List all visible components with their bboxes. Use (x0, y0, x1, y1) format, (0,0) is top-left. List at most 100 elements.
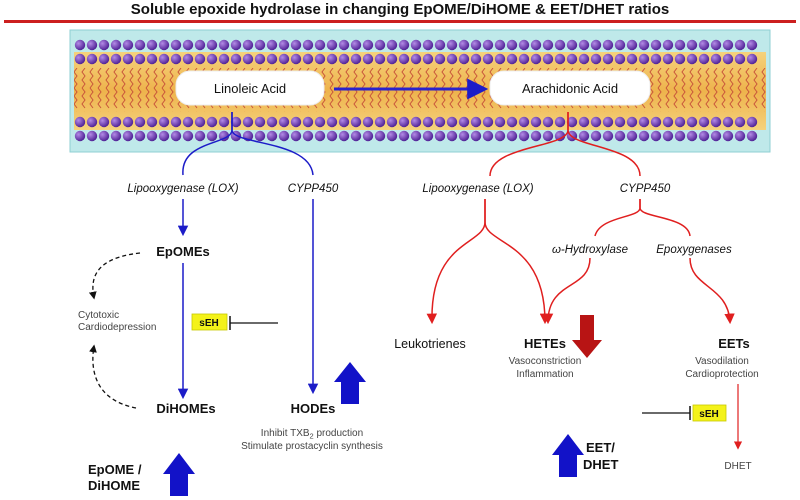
lipid-head (338, 130, 350, 142)
eet-ratio-label-1: EET/ (586, 440, 615, 455)
lipid-head (194, 39, 206, 51)
lipid-head (170, 53, 182, 65)
lipid-head (338, 116, 350, 128)
lipid-head (374, 116, 386, 128)
lipid-head (122, 53, 134, 65)
lipid-head (98, 130, 110, 142)
lipid-head (206, 39, 218, 51)
lipid-head (86, 116, 98, 128)
lipid-head (134, 130, 146, 142)
lipid-head (590, 39, 602, 51)
lipid-head (194, 116, 206, 128)
cyp-to-epoxygenases (639, 199, 691, 237)
lipid-head (434, 130, 446, 142)
lipid-head (470, 53, 482, 65)
lipid-head (446, 39, 458, 51)
epomes-label: EpOMEs (156, 244, 209, 259)
lipid-head (122, 39, 134, 51)
lipid-head (338, 39, 350, 51)
lipid-head (158, 130, 170, 142)
lipid-head (662, 130, 674, 142)
lipid-head (266, 130, 278, 142)
linoleic-pathway: Lipooxygenase (LOX) CYPP450 EpOMEs DiHOM… (78, 112, 383, 496)
lipid-head (482, 53, 494, 65)
lipid-head (626, 53, 638, 65)
lipid-head (314, 53, 326, 65)
lipid-head (122, 130, 134, 142)
lipid-head (590, 53, 602, 65)
lipid-head (338, 53, 350, 65)
lipid-head (230, 53, 242, 65)
lipid-head (626, 116, 638, 128)
lipid-head (386, 53, 398, 65)
lipid-head (650, 53, 662, 65)
lipid-head (602, 130, 614, 142)
lipid-head (530, 130, 542, 142)
lipid-head (242, 53, 254, 65)
lipid-head (158, 39, 170, 51)
lipid-head (134, 39, 146, 51)
cell-membrane (69, 29, 771, 153)
seh-inhibitor-right: sEH (642, 404, 727, 422)
lipid-head (362, 53, 374, 65)
eets-note-1: Vasodilation (695, 356, 749, 367)
lipid-head (602, 39, 614, 51)
lipid-head (578, 116, 590, 128)
cytotoxic-label: Cytotoxic (78, 310, 119, 321)
branch-to-cyp (231, 112, 314, 176)
lipid-head (734, 130, 746, 142)
lipid-head (614, 39, 626, 51)
lipid-head (122, 116, 134, 128)
lipid-head (662, 116, 674, 128)
lipid-head (218, 53, 230, 65)
branch-to-lox-red (489, 112, 569, 177)
lipid-head (110, 130, 122, 142)
lipid-head (434, 116, 446, 128)
lipid-head (578, 53, 590, 65)
epome-ratio-up-arrow (163, 453, 195, 496)
lipid-head (326, 53, 338, 65)
lipid-head (266, 53, 278, 65)
lipid-head (446, 53, 458, 65)
lipid-head (506, 130, 518, 142)
lipid-head (590, 130, 602, 142)
lipid-head (182, 39, 194, 51)
lipid-head (518, 116, 530, 128)
epome-ratio-label-2: DiHOME (88, 478, 140, 493)
lipid-head (98, 53, 110, 65)
lipid-head (494, 116, 506, 128)
lipid-head (314, 39, 326, 51)
lipid-head (278, 53, 290, 65)
lipid-head (614, 53, 626, 65)
lipid-head (422, 116, 434, 128)
lipid-head (278, 130, 290, 142)
eet-ratio-label-2: DHET (583, 457, 618, 472)
lipid-head (638, 116, 650, 128)
lipid-head (146, 39, 158, 51)
lipid-head (470, 39, 482, 51)
lipid-head (518, 130, 530, 142)
lipid-head (110, 116, 122, 128)
lipid-head (158, 116, 170, 128)
lipid-head (530, 116, 542, 128)
epomes-effect-dashed-arrow (88, 252, 141, 300)
lipid-head (482, 39, 494, 51)
dihomes-label: DiHOMEs (156, 401, 215, 416)
lipid-head (530, 53, 542, 65)
lipid-head (542, 53, 554, 65)
hetes-label: HETEs (524, 336, 566, 351)
lipid-head (674, 116, 686, 128)
cyp-to-hydroxylase (594, 199, 641, 237)
lipid-head (410, 53, 422, 65)
lipid-head (242, 39, 254, 51)
lipid-head (542, 130, 554, 142)
seh-right-label: sEH (699, 409, 718, 420)
lipid-head (590, 116, 602, 128)
lipid-head (674, 53, 686, 65)
lipid-head (74, 130, 86, 142)
lipid-head (278, 39, 290, 51)
lipid-head (698, 116, 710, 128)
lipid-head (650, 116, 662, 128)
lipid-head (710, 130, 722, 142)
